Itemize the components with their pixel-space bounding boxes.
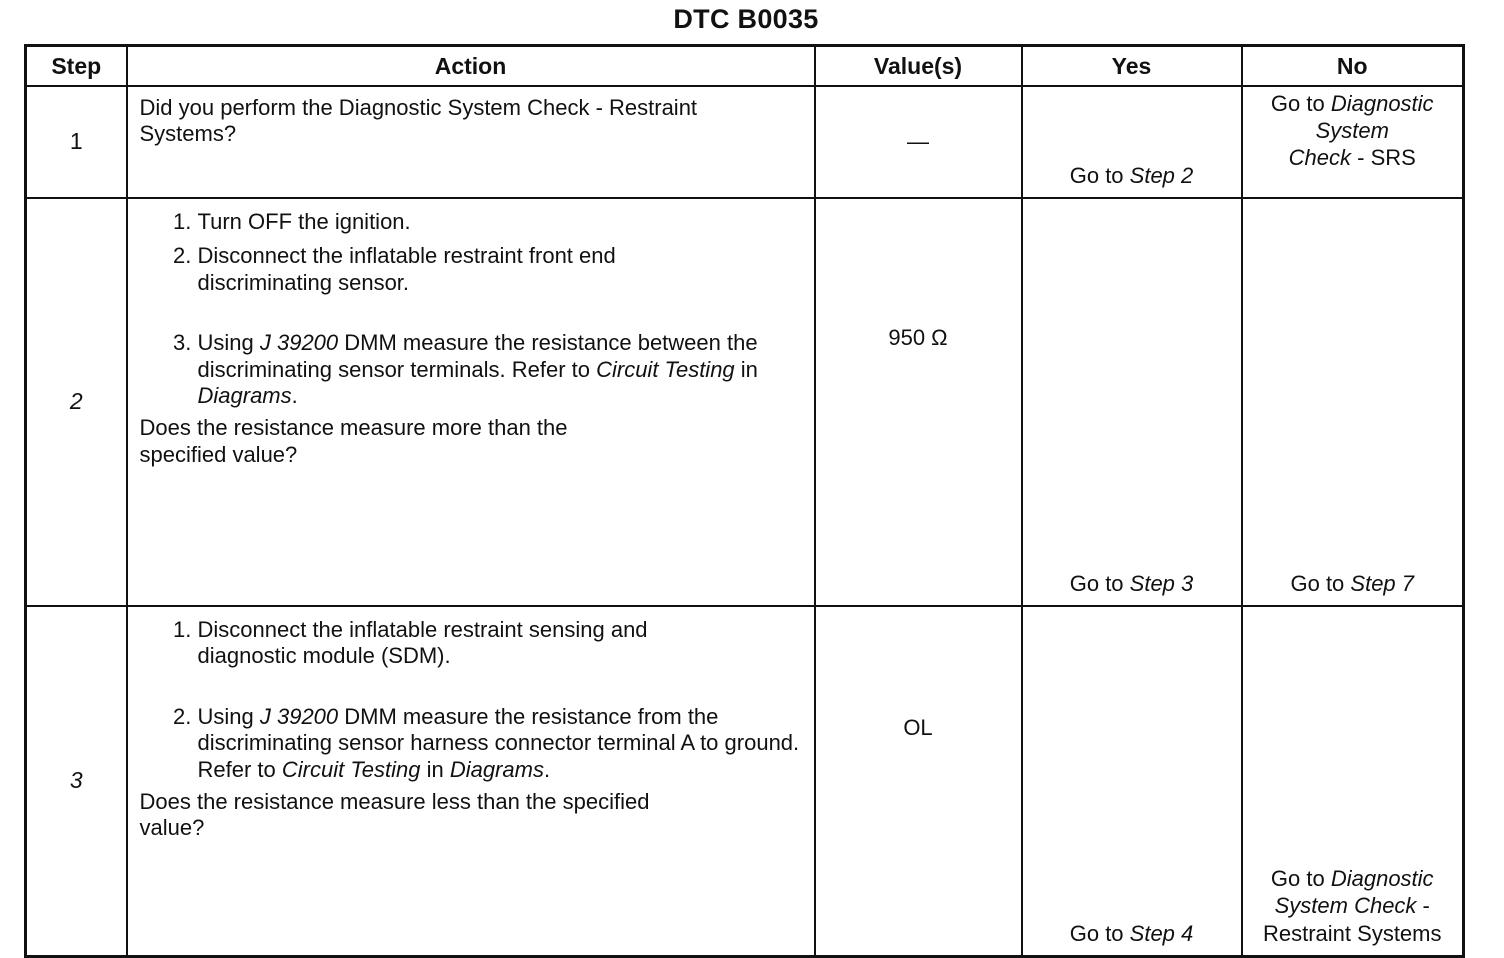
circuit-testing-link[interactable]: Circuit Testing [596,356,735,382]
table-row: 3 Disconnect the inflatable restraint se… [24,605,1465,958]
diagnostic-link[interactable]: Diagnostic [1330,91,1434,116]
step-number: 1 [24,85,128,199]
diagrams-link[interactable]: Diagrams [449,756,544,782]
action-steps: Disconnect the inflatable restraint sens… [140,617,804,783]
no-prefix: Go to [1270,865,1331,891]
yes-cell: Go to Step 3 [1020,197,1243,607]
step-link[interactable]: Step 7 [1350,570,1415,596]
diagnostic-table: Step Action Value(s) Yes No 1 Did you pe… [24,44,1465,958]
yes-prefix: Go to [1069,162,1130,188]
action-steps: Turn OFF the ignition. Disconnect the in… [140,209,804,409]
action-question: Does the resistance measure more than th… [139,415,568,467]
diagnostic-link[interactable]: Diagnostic [1330,865,1434,891]
text: Using [197,330,260,356]
action-cell: Did you perform the Diagnostic System Ch… [125,85,816,199]
action-cell: Disconnect the inflatable restraint sens… [125,605,816,958]
text: DMM measure the resistance between the d… [197,330,758,382]
diagnostic-link-3[interactable]: Check [1288,144,1352,170]
step-number: 3 [24,605,128,958]
no-prefix: Go to [1290,570,1351,596]
yes-prefix: Go to [1069,570,1130,596]
text: . [543,756,551,782]
no-suffix-2: Restraint Systems [1263,920,1442,946]
tool-ref: J 39200 [259,330,339,356]
header-yes: Yes [1020,44,1243,87]
table-row: 2 Turn OFF the ignition. Disconnect the … [24,197,1465,607]
yes-cell: Go to Step 2 [1020,85,1243,199]
action-item: Turn OFF the ignition. [198,209,804,235]
value-cell: 950 Ω [813,197,1023,607]
diagnostic-link-2[interactable]: System Check [1274,893,1417,918]
action-item: Using J 39200 DMM measure the resistance… [198,330,804,409]
header-no: No [1240,44,1465,87]
yes-prefix: Go to [1069,920,1130,946]
step-link[interactable]: Step 4 [1129,920,1194,946]
header-values: Value(s) [813,44,1023,87]
page-title: DTC B0035 [673,4,819,34]
text: in [420,756,450,782]
header-row: Step Action Value(s) Yes No [24,44,1465,87]
step-number: 2 [24,197,128,607]
text: Using [197,703,260,729]
no-cell: Go to Diagnostic System Check - Restrain… [1240,605,1465,958]
table-row: 1 Did you perform the Diagnostic System … [24,85,1465,199]
no-prefix: Go to [1270,91,1331,116]
no-cell: Go to Step 7 [1240,197,1465,607]
circuit-testing-link[interactable]: Circuit Testing [281,756,421,782]
diagnostic-link-2[interactable]: System [1315,117,1389,143]
yes-cell: Go to Step 4 [1020,605,1243,958]
value-cell: OL [813,605,1023,958]
value-cell: — [813,85,1023,199]
text: . [291,382,298,408]
no-suffix: - SRS [1351,144,1416,170]
action-text: Did you perform the Diagnostic System Ch… [139,95,698,147]
text: in [734,356,758,382]
step-link[interactable]: Step 3 [1129,570,1194,596]
header-step: Step [24,44,128,87]
action-item: Disconnect the inflatable restraint sens… [198,617,804,670]
no-suffix: - [1416,893,1430,918]
tool-ref: J 39200 [259,703,339,729]
diagrams-link[interactable]: Diagrams [197,382,292,408]
action-cell: Turn OFF the ignition. Disconnect the in… [125,197,816,607]
action-item: Using J 39200 DMM measure the resistance… [198,704,804,783]
action-item: Disconnect the inflatable restraint fron… [198,243,804,296]
header-action: Action [125,44,816,87]
action-question: Does the resistance measure less than th… [139,788,650,841]
step-link[interactable]: Step 2 [1129,162,1194,188]
no-cell: Go to Diagnostic System Check - SRS [1240,85,1465,199]
